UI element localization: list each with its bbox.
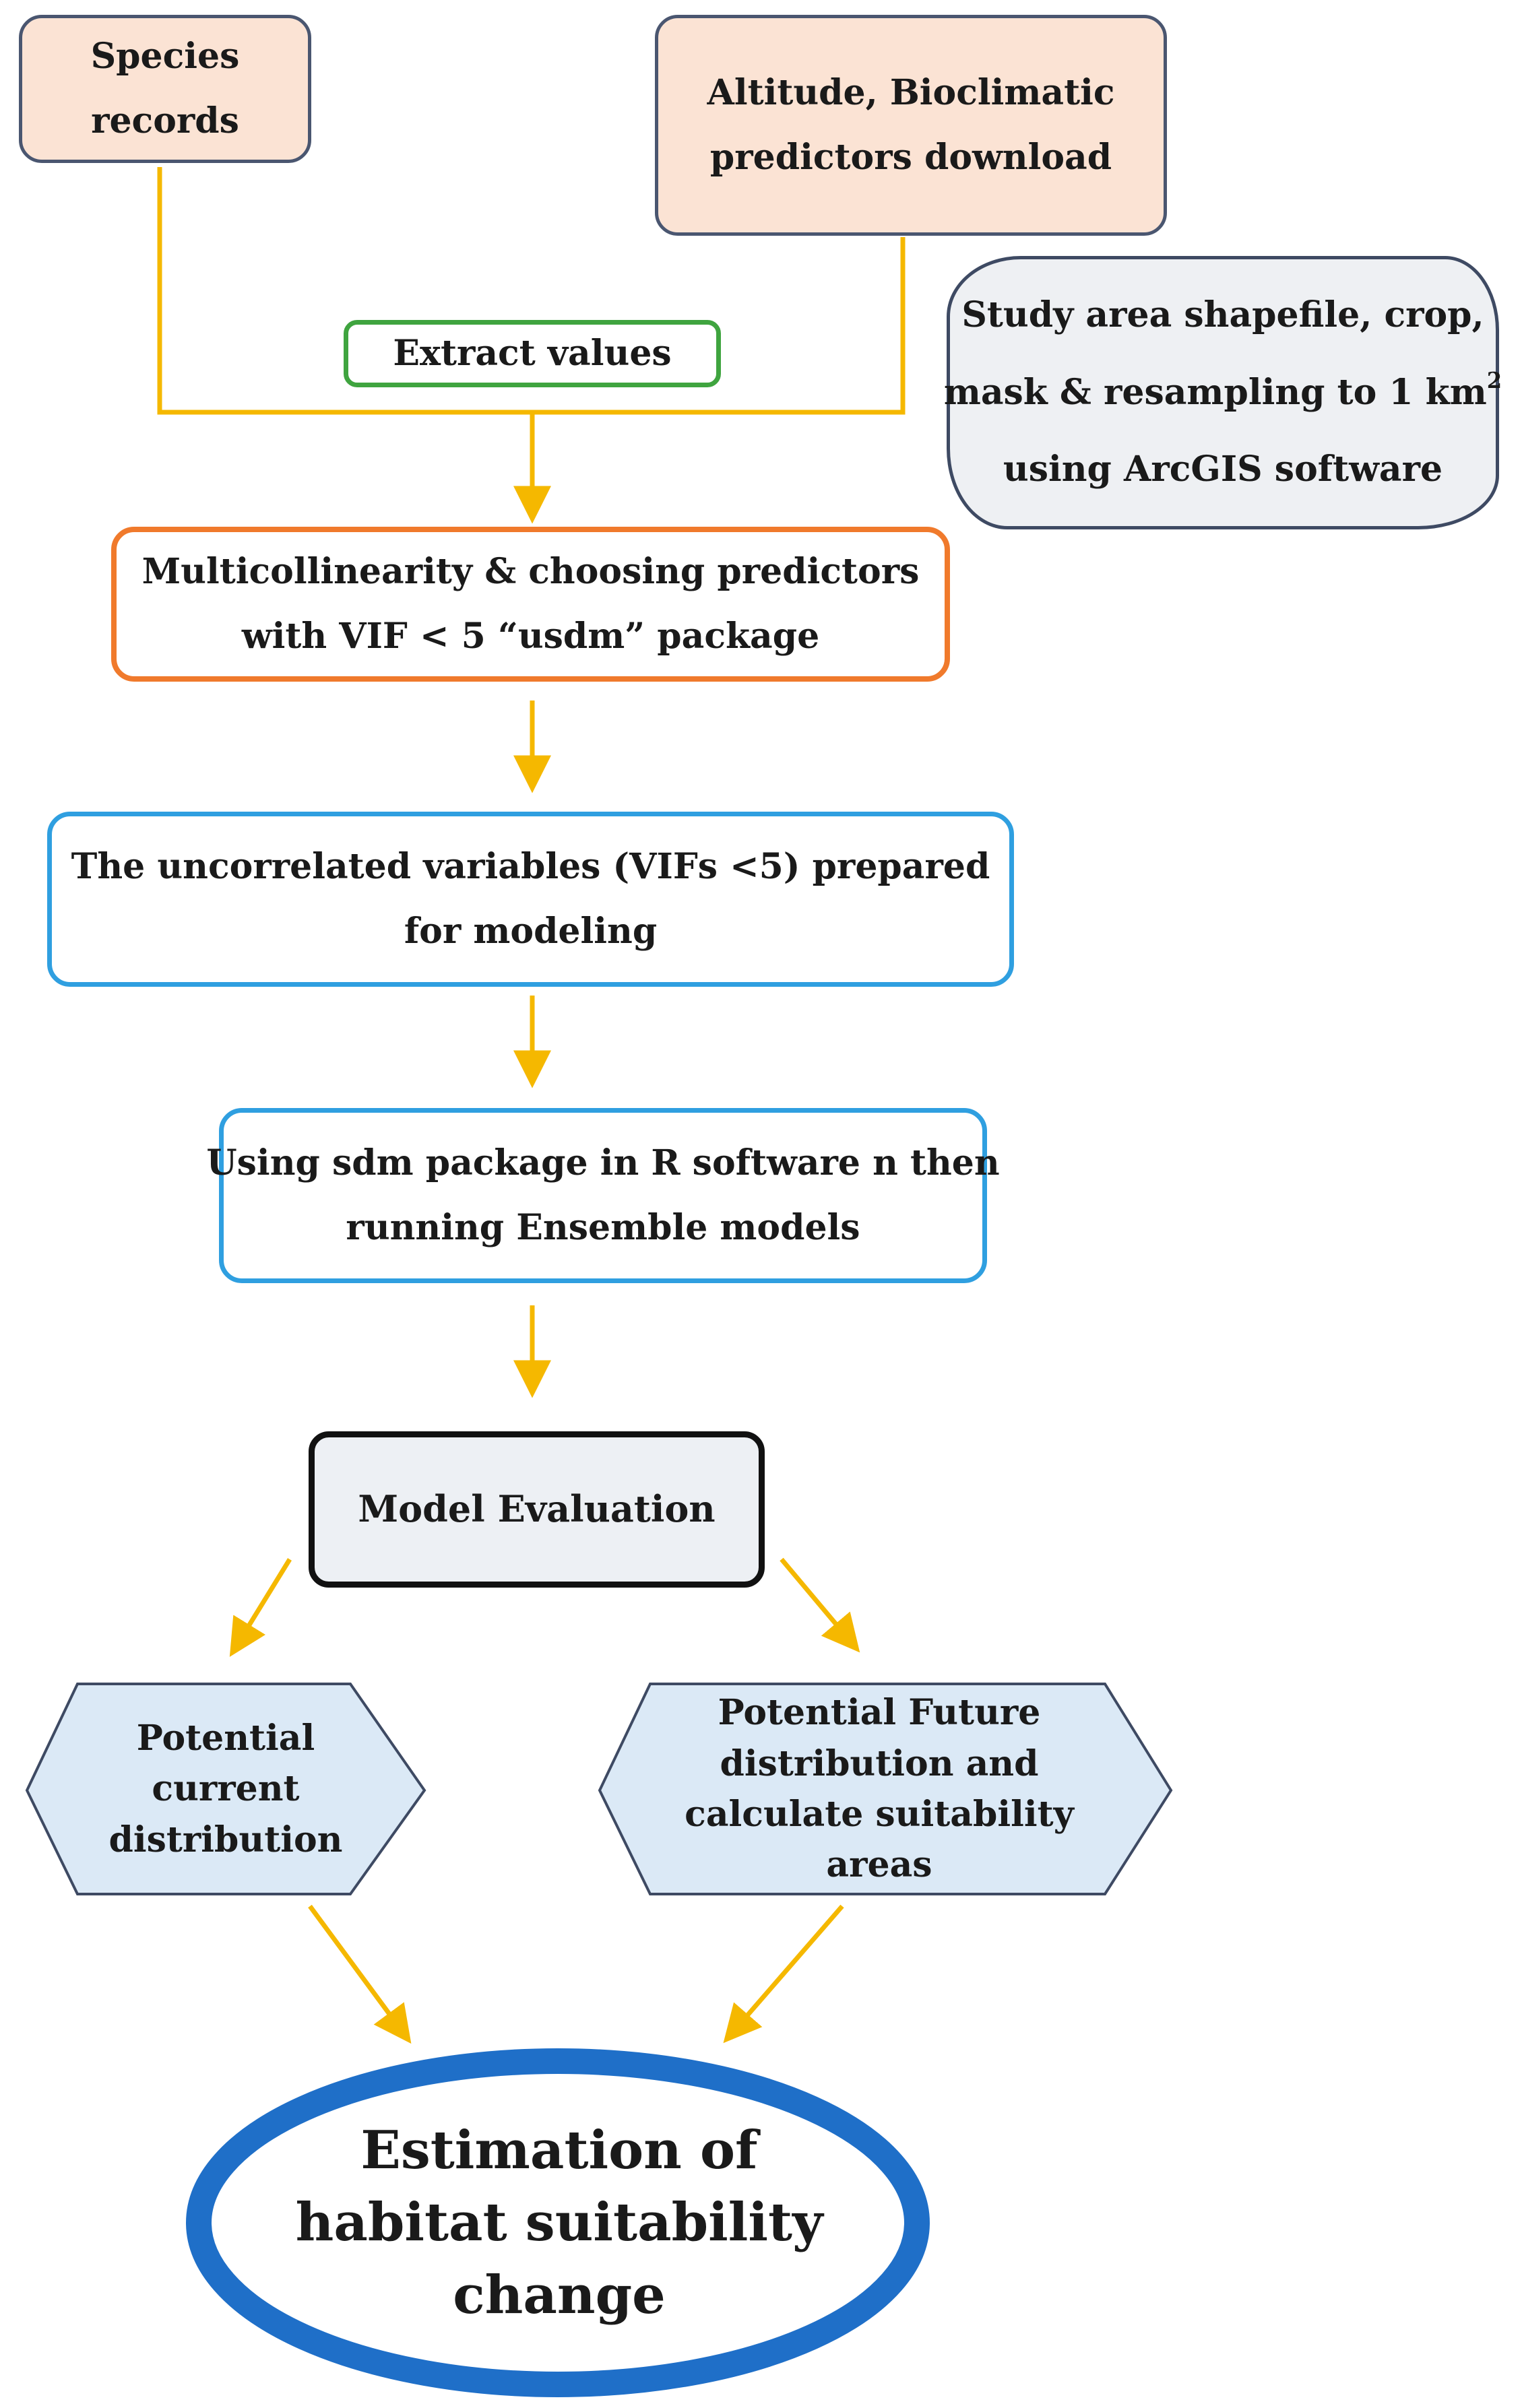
current-distribution-line-2: current: [152, 1768, 300, 1810]
future-distribution-line-3: calculate suitability: [685, 1794, 1074, 1835]
future-distribution-line-4: areas: [826, 1844, 932, 1886]
species-records-line-2: records: [91, 100, 239, 141]
study-area-superscript: 2: [1486, 367, 1502, 393]
multicollinearity-line-1: Multicollinearity & choosing predictors: [141, 550, 920, 592]
study-area-node: Study area shapefile, crop, mask & resam…: [944, 256, 1502, 529]
study-area-line-2: mask & resampling to 1 km2: [944, 354, 1502, 431]
current-distribution-text: Potential current distribution: [81, 1684, 371, 1894]
habitat-change-line-1: Estimation of: [360, 2119, 758, 2181]
future-distribution-text: Potential Future distribution and calcul…: [647, 1684, 1112, 1894]
uncorrelated-variables-node: The uncorrelated variables (VIFs <5) pre…: [47, 812, 1014, 987]
multicollinearity-node: Multicollinearity & choosing predictors …: [111, 527, 950, 682]
sdm-package-line-2: running Ensemble models: [346, 1207, 860, 1248]
uncorrelated-line-2: for modeling: [404, 911, 658, 952]
current-distribution-line-3: distribution: [108, 1819, 343, 1860]
model-evaluation-node: Model Evaluation: [309, 1431, 765, 1588]
arrow-to-current-distribution: [229, 1558, 292, 1657]
multicollinearity-line-2: with VIF < 5 “usdm” package: [241, 616, 820, 657]
study-area-line-3: using ArcGIS software: [1003, 449, 1443, 490]
sdm-package-node: Using sdm package in R software n then r…: [206, 1108, 1000, 1283]
species-records-node: Species records: [19, 15, 311, 163]
model-evaluation-label: Model Evaluation: [358, 1487, 716, 1531]
extract-values-label: Extract values: [393, 332, 672, 374]
arrow-future-to-habitat-change: [723, 1904, 844, 2044]
uncorrelated-line-1: The uncorrelated variables (VIFs <5) pre…: [71, 845, 990, 887]
habitat-change-text: Estimation of habitat suitability change: [222, 2075, 896, 2371]
extract-values-node: Extract values: [344, 320, 721, 387]
study-area-line-1: Study area shapefile, crop,: [961, 294, 1484, 336]
species-records-line-1: Species: [90, 35, 240, 77]
habitat-change-line-2: habitat suitability: [295, 2192, 823, 2254]
arrow-current-to-habitat-change: [308, 1904, 412, 2044]
arrow-to-future-distribution: [780, 1557, 860, 1653]
habitat-change-line-3: change: [453, 2264, 666, 2326]
future-distribution-line-2: distribution and: [720, 1743, 1039, 1784]
predictors-download-line-1: Altitude, Bioclimatic: [707, 71, 1115, 113]
predictors-download-node: Altitude, Bioclimatic predictors downloa…: [655, 15, 1167, 236]
future-distribution-line-1: Potential Future: [718, 1692, 1041, 1734]
current-distribution-line-1: Potential: [136, 1717, 315, 1759]
predictors-download-line-2: predictors download: [709, 137, 1112, 178]
sdm-package-line-1: Using sdm package in R software n then: [206, 1142, 1000, 1183]
study-area-line-2-text: mask & resampling to 1 km: [943, 371, 1487, 413]
